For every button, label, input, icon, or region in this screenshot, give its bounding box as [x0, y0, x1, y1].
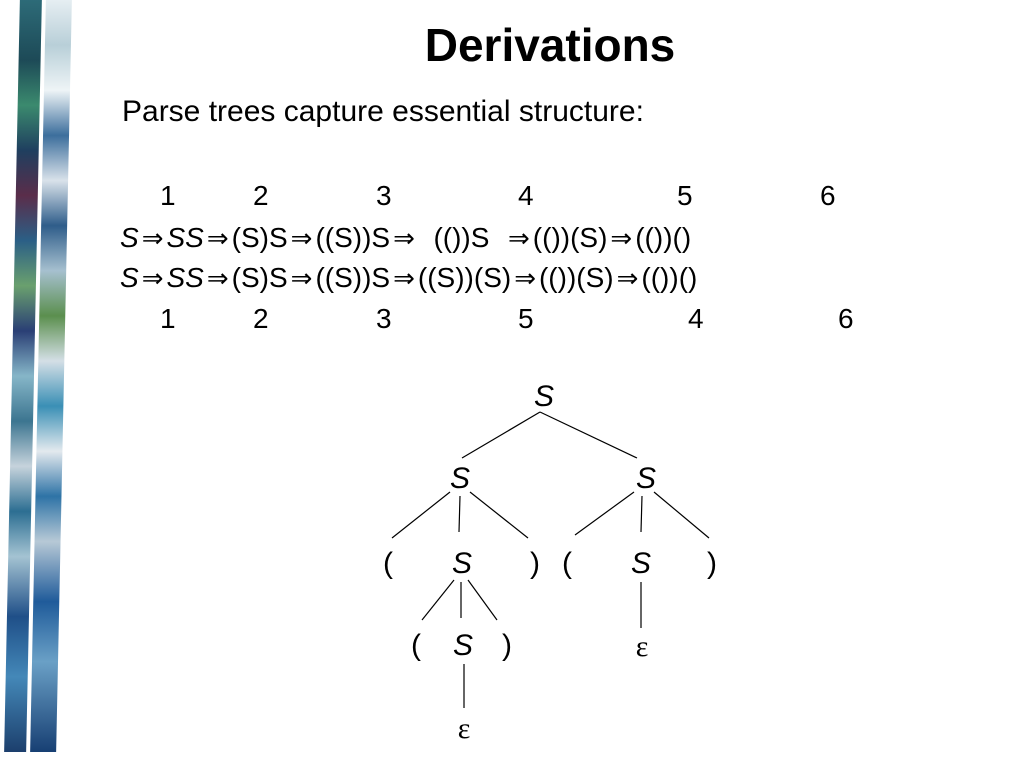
tree-node-s: S	[630, 547, 652, 580]
tree-edge	[461, 411, 541, 459]
tree-edge	[574, 491, 635, 536]
derivation-step: (())()	[635, 222, 692, 253]
derives-arrow: ⇒	[616, 264, 639, 294]
tree-edge	[458, 495, 461, 533]
tree-edge	[467, 579, 498, 621]
tree-node-right: S	[635, 462, 657, 495]
tree-edge	[391, 491, 451, 539]
tree-node-s: S	[451, 547, 473, 580]
top-step-number: 5	[677, 180, 693, 211]
derives-arrow: ⇒	[206, 264, 229, 294]
tree-edge	[539, 411, 638, 459]
tree-node-epsilon: ε	[457, 712, 471, 745]
top-step-number: 4	[518, 180, 534, 211]
derives-arrow: ⇒	[141, 224, 164, 254]
top-step-number: 2	[253, 180, 269, 211]
tree-edge	[421, 579, 455, 621]
top-step-number: 6	[820, 180, 836, 211]
top-step-number: 3	[376, 180, 392, 211]
derives-arrow: ⇒	[141, 264, 164, 294]
derives-arrow: ⇒	[393, 224, 415, 254]
derives-arrow: ⇒	[508, 224, 530, 254]
tree-node-paren: (	[383, 547, 393, 580]
derivation-step: ((S))S	[315, 262, 391, 293]
tree-edge	[640, 495, 643, 533]
bottom-step-number: 4	[688, 303, 704, 334]
derivation-step: SS	[166, 222, 204, 253]
derives-arrow: ⇒	[206, 224, 229, 254]
tree-node-paren: )	[530, 547, 540, 580]
derivation-step: (S)S	[231, 222, 288, 253]
tree-edge	[653, 491, 710, 539]
derivation-step: (())()	[641, 262, 698, 293]
derivation-step: ((S))(S)	[417, 262, 512, 293]
top-step-number: 1	[160, 180, 176, 211]
tree-node-paren: )	[502, 629, 512, 662]
tree-node-paren: (	[562, 547, 572, 580]
derivation-step: S	[120, 222, 139, 253]
derivation-line-2: S⇒SS⇒(S)S⇒((S))S⇒((S))(S)⇒(())(S)⇒(())()	[120, 262, 698, 294]
bottom-step-number: 2	[253, 303, 269, 334]
derivation-step: (())S	[433, 222, 490, 253]
derivation-line-1: S⇒SS⇒(S)S⇒((S))S⇒ (())S ⇒(())(S)⇒(())()	[120, 222, 692, 254]
derivation-step: (())(S)	[538, 262, 614, 293]
tree-node-left: S	[449, 462, 471, 495]
bottom-step-number: 1	[160, 303, 176, 334]
derivation-step: (S)S	[231, 262, 288, 293]
tree-edge	[469, 491, 529, 539]
bottom-step-number: 6	[838, 303, 854, 334]
slide-subtitle: Parse trees capture essential structure:	[122, 95, 644, 128]
tree-node-epsilon: ε	[635, 630, 649, 663]
tree-node-s: S	[452, 629, 474, 662]
bottom-step-number: 3	[376, 303, 392, 334]
derivation-step: S	[120, 262, 139, 293]
derivation-step: SS	[166, 262, 204, 293]
derives-arrow: ⇒	[514, 264, 536, 294]
derives-arrow: ⇒	[393, 264, 415, 294]
derivation-step: ((S))S	[315, 222, 391, 253]
derivation-step: (())(S)	[532, 222, 608, 253]
tree-node-paren: )	[707, 547, 717, 580]
derives-arrow: ⇒	[610, 224, 633, 254]
tree-node-root: S	[533, 380, 555, 413]
slide-title: Derivations	[424, 19, 676, 71]
derives-arrow: ⇒	[290, 224, 313, 254]
derives-arrow: ⇒	[290, 264, 313, 294]
bottom-step-number: 5	[518, 303, 534, 334]
tree-node-paren: (	[411, 629, 421, 662]
